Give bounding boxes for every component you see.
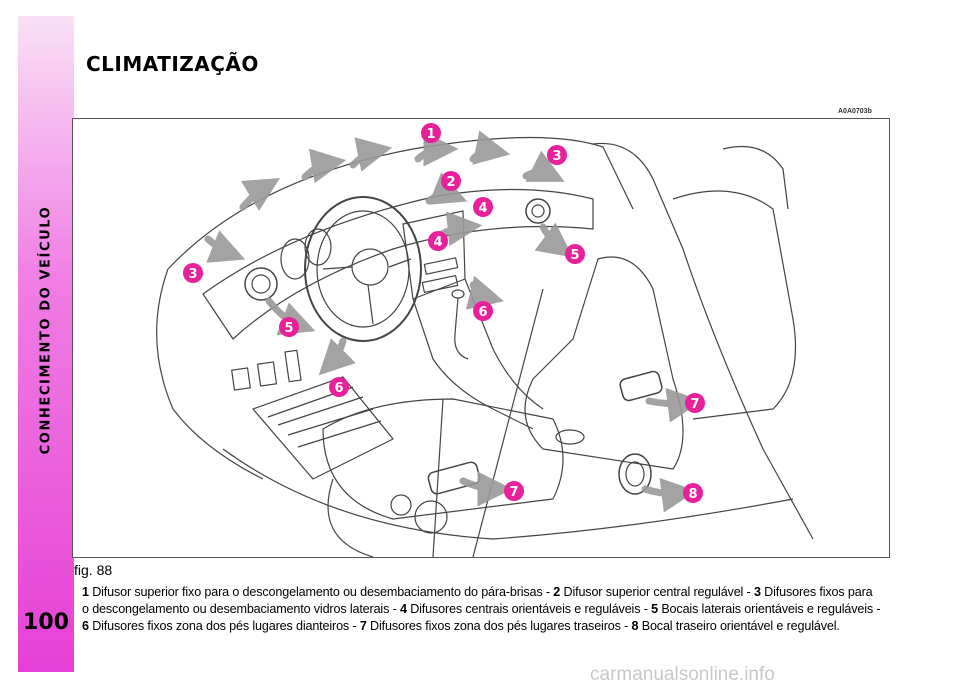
svg-text:4: 4	[478, 201, 487, 216]
callout-6-right: 6	[473, 301, 493, 321]
figure-caption: fig. 88	[74, 562, 112, 578]
callout-4-upper: 4	[473, 197, 493, 217]
callout-1: 1	[421, 123, 441, 143]
legend-text-6: Difusores fixos zona dos pés lugares dia…	[92, 619, 360, 633]
legend-num-2: 2	[553, 585, 560, 599]
legend-text-2: Difusor superior central regulável -	[564, 585, 754, 599]
svg-text:4: 4	[433, 235, 442, 250]
image-code: A0A0703b	[838, 108, 872, 115]
svg-text:1: 1	[426, 127, 435, 142]
legend-text-1: Difusor superior fixo para o descongelam…	[92, 585, 553, 599]
svg-text:7: 7	[690, 397, 699, 412]
callout-2: 2	[441, 171, 461, 191]
svg-text:5: 5	[284, 321, 293, 336]
svg-text:5: 5	[570, 248, 579, 263]
legend-text-4: Difusores centrais orientáveis e reguláv…	[410, 602, 651, 616]
callout-6-left: 6	[329, 377, 349, 397]
legend-num-7: 7	[360, 619, 367, 633]
callout-3-left: 3	[183, 263, 203, 283]
chapter-title: CONHECIMENTO DO VEÍCULO	[39, 206, 54, 455]
svg-text:6: 6	[478, 305, 487, 320]
svg-text:3: 3	[188, 267, 197, 282]
svg-text:3: 3	[552, 149, 561, 164]
callout-8: 8	[683, 483, 703, 503]
legend-num-6: 6	[82, 619, 89, 633]
section-title: CLIMATIZAÇÃO	[86, 52, 259, 76]
svg-text:6: 6	[334, 381, 343, 396]
legend-num-1: 1	[82, 585, 89, 599]
watermark: carmanualsonline.info	[590, 664, 775, 686]
svg-text:8: 8	[688, 487, 697, 502]
callout-4-lower: 4	[428, 231, 448, 251]
page-number: 100	[18, 610, 74, 635]
callout-7-right: 7	[685, 393, 705, 413]
legend-num-4: 4	[400, 602, 407, 616]
callout-7-left: 7	[504, 481, 524, 501]
legend-num-5: 5	[651, 602, 658, 616]
legend-num-8: 8	[631, 619, 638, 633]
legend-num-3: 3	[754, 585, 761, 599]
svg-text:2: 2	[446, 175, 455, 190]
legend-text-8: Bocal traseiro orientável e regulável.	[642, 619, 840, 633]
svg-text:7: 7	[509, 485, 518, 500]
legend-text-5: Bocais laterais orientáveis e reguláveis…	[661, 602, 880, 616]
figure-frame: 1 2 3 3 4 4 5	[72, 118, 890, 558]
car-interior-illustration: 1 2 3 3 4 4 5	[73, 119, 889, 557]
callout-3-right: 3	[547, 145, 567, 165]
legend-text-7: Difusores fixos zona dos pés lugares tra…	[370, 619, 631, 633]
figure-legend: 1 Difusor superior fixo para o descongel…	[82, 584, 882, 635]
callout-5-left: 5	[279, 317, 299, 337]
callout-5-right: 5	[565, 244, 585, 264]
